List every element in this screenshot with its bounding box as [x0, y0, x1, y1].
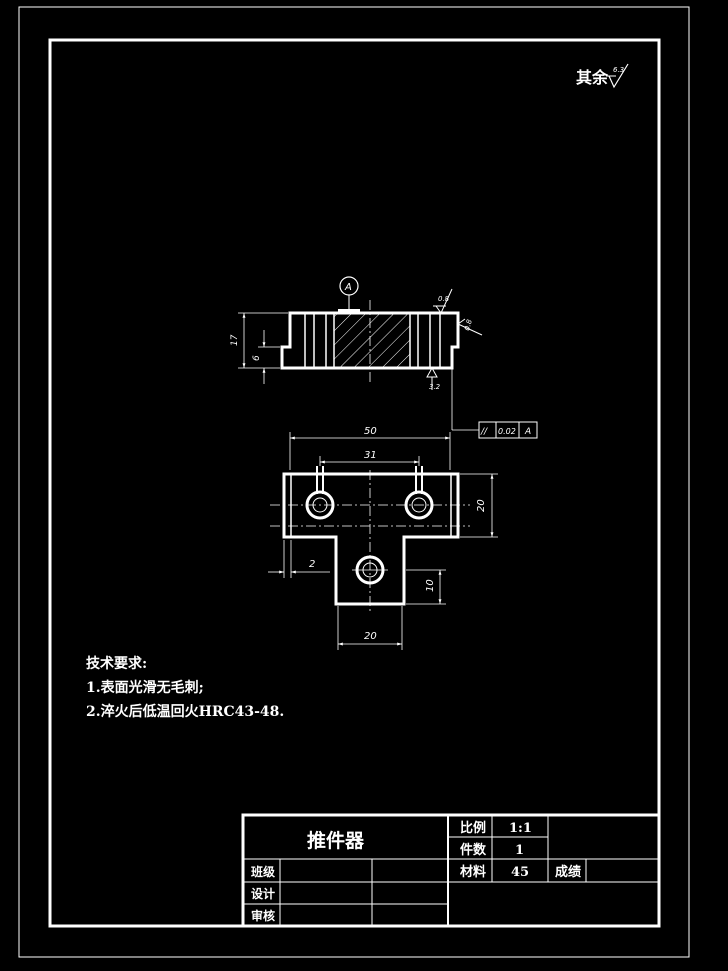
- dim-17: 17: [230, 334, 240, 346]
- grade-label: 成绩: [555, 864, 581, 880]
- corner-roughness-label: 其余: [576, 68, 609, 87]
- corner-roughness-note: 其余 6.3: [576, 63, 629, 89]
- dim-20-right: 20: [476, 499, 487, 512]
- title-block: 推件器 比例 1:1 件数 1 材料 45 成绩 班级 设计 审核: [241, 813, 661, 928]
- dim-50: 50: [364, 426, 377, 437]
- tolerance-datum: A: [524, 427, 531, 437]
- side-view: A 17 6 0.8 0.8 3.2 // 0.02 A: [230, 276, 538, 439]
- tolerance-value: 0.02: [498, 427, 516, 436]
- scale-value: 1:1: [509, 821, 532, 836]
- review-label: 审核: [251, 908, 275, 923]
- requirements-title: 技术要求:: [86, 655, 147, 672]
- corner-roughness-value: 6.3: [613, 66, 624, 74]
- inner-frame: [48, 38, 661, 928]
- rough-bottom-value: 3.2: [429, 383, 441, 391]
- technical-requirements: 技术要求: 1.表面光滑无毛刺; 2.淬火后低温回火HRC43-48.: [86, 655, 284, 720]
- count-value: 1: [515, 843, 524, 858]
- tolerance-frame: [478, 421, 538, 439]
- part-name: 推件器: [307, 829, 365, 852]
- material-label: 材料: [460, 864, 486, 880]
- roughness-right-icon: [457, 318, 483, 336]
- datum-a-label: A: [344, 282, 352, 293]
- class-label: 班级: [251, 864, 275, 879]
- dim-2: 2: [309, 559, 315, 570]
- roughness-top-icon: [435, 288, 453, 314]
- top-view: 50 31 20 2 10 20: [268, 426, 498, 650]
- rough-right-value: 0.8: [463, 318, 474, 331]
- roughness-symbol-icon: [608, 63, 629, 89]
- outer-frame: [18, 6, 690, 958]
- requirement-item-1: 1.表面光滑无毛刺;: [86, 679, 204, 696]
- dim-31: 31: [364, 450, 377, 461]
- tolerance-symbol: //: [480, 427, 488, 437]
- dim-20-bottom: 20: [364, 631, 377, 642]
- dim-6: 6: [252, 355, 262, 361]
- dim-10: 10: [425, 579, 436, 592]
- count-label: 件数: [460, 842, 487, 858]
- material-value: 45: [511, 865, 529, 880]
- requirement-item-2: 2.淬火后低温回火HRC43-48.: [86, 703, 284, 720]
- scale-label: 比例: [460, 820, 486, 836]
- rough-top-value: 0.8: [438, 295, 450, 303]
- top-view-outline: [282, 472, 460, 606]
- design-label: 设计: [251, 886, 275, 901]
